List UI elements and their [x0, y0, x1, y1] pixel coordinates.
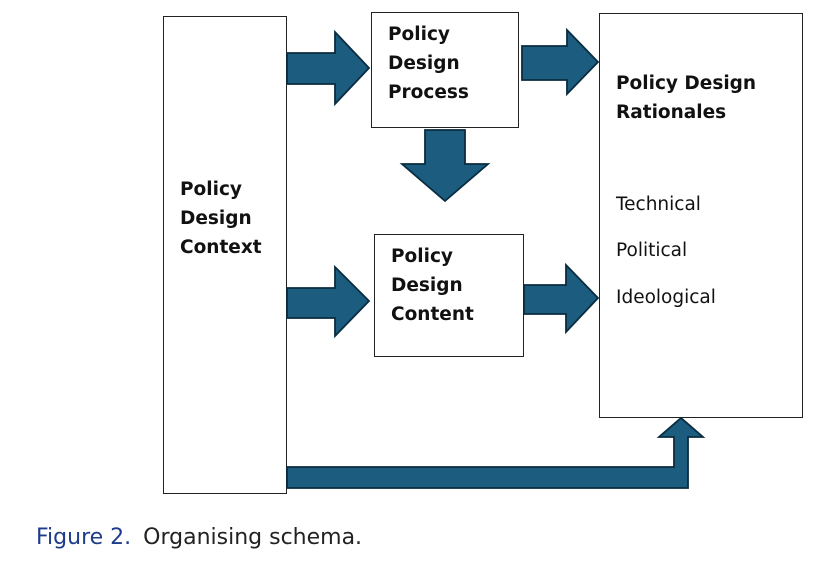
arrow-process-to-content [399, 129, 491, 203]
policy-design-content-label: Policy Design Content [391, 246, 474, 325]
rationale-technical: Technical [616, 194, 701, 215]
policy-design-process-label: Policy Design Process [388, 24, 469, 103]
policy-design-rationales-label: Policy Design Rationales [616, 73, 757, 123]
policy-design-process-box [371, 12, 519, 128]
figure-caption-label: Figure 2. [36, 525, 132, 550]
figure-caption: Figure 2. Organising schema. [36, 524, 362, 552]
figure-caption-text: Organising schema. [143, 525, 363, 550]
arrow-context-to-content [286, 264, 371, 339]
policy-design-context-label: Policy Design Context [180, 179, 262, 258]
rationale-political: Political [616, 240, 688, 261]
rationale-ideological: Ideological [616, 287, 716, 308]
arrow-context-to-rationales-bottom [286, 416, 706, 489]
arrow-context-to-process [286, 29, 371, 107]
policy-design-rationales-box [599, 13, 803, 418]
policy-design-content-box [374, 234, 524, 357]
policy-design-context-box [163, 16, 287, 494]
arrow-content-to-rationales [523, 262, 600, 335]
arrow-process-to-rationales [521, 27, 600, 97]
